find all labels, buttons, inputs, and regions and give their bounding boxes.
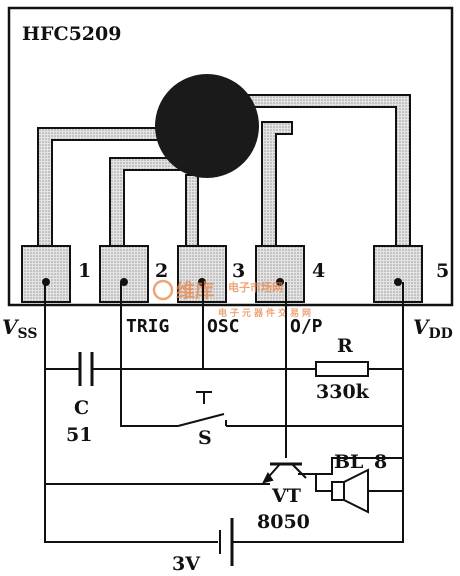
transistor-value: 8050 [257, 511, 310, 533]
buzzer [331, 468, 369, 514]
pin-number-3: 3 [232, 260, 245, 282]
pin-label-vss: VSS [2, 315, 37, 342]
pad-5 [373, 245, 423, 303]
watermark: 维库 电子市场网 电子元器件交易网 [152, 279, 314, 319]
pad-contact-4 [276, 278, 284, 286]
resistor-name: R [337, 335, 353, 357]
pin-number-4: 4 [312, 260, 325, 282]
watermark-logo: 维库 [176, 279, 214, 302]
pin-label-op: O/P [290, 316, 323, 337]
chip-package [7, 6, 454, 307]
transistor-name: VT [271, 485, 301, 507]
resistor-value: 330k [316, 381, 370, 403]
chip-name: HFC5209 [22, 23, 121, 45]
buzzer-name: BL [334, 451, 363, 473]
pin-label-trig: TRIG [126, 316, 169, 337]
watermark-text: 电子市场网 [228, 280, 283, 294]
capacitor-name: C [74, 397, 89, 419]
pin-label-vdd: VDD [413, 315, 453, 342]
pin-label-osc: OSC [207, 316, 240, 337]
capacitor [78, 352, 94, 386]
capacitor-value: 51 [66, 424, 92, 446]
circuit-wires [44, 282, 404, 543]
pin-number-1: 1 [78, 260, 91, 282]
pin-number-5: 5 [436, 260, 449, 282]
battery [219, 518, 234, 566]
battery-value: 3V [172, 553, 201, 575]
switch [177, 391, 227, 427]
pad-contact-5 [394, 278, 402, 286]
buzzer-value: 8 [374, 451, 387, 473]
pad-2 [99, 245, 149, 303]
chip-die [155, 74, 259, 178]
resistor [315, 361, 369, 377]
pad-4 [255, 245, 305, 303]
pin-number-2: 2 [155, 260, 168, 282]
switch-name: S [198, 427, 212, 449]
watermark-subtext: 电子元器件交易网 [218, 307, 314, 319]
transistor [262, 462, 307, 484]
